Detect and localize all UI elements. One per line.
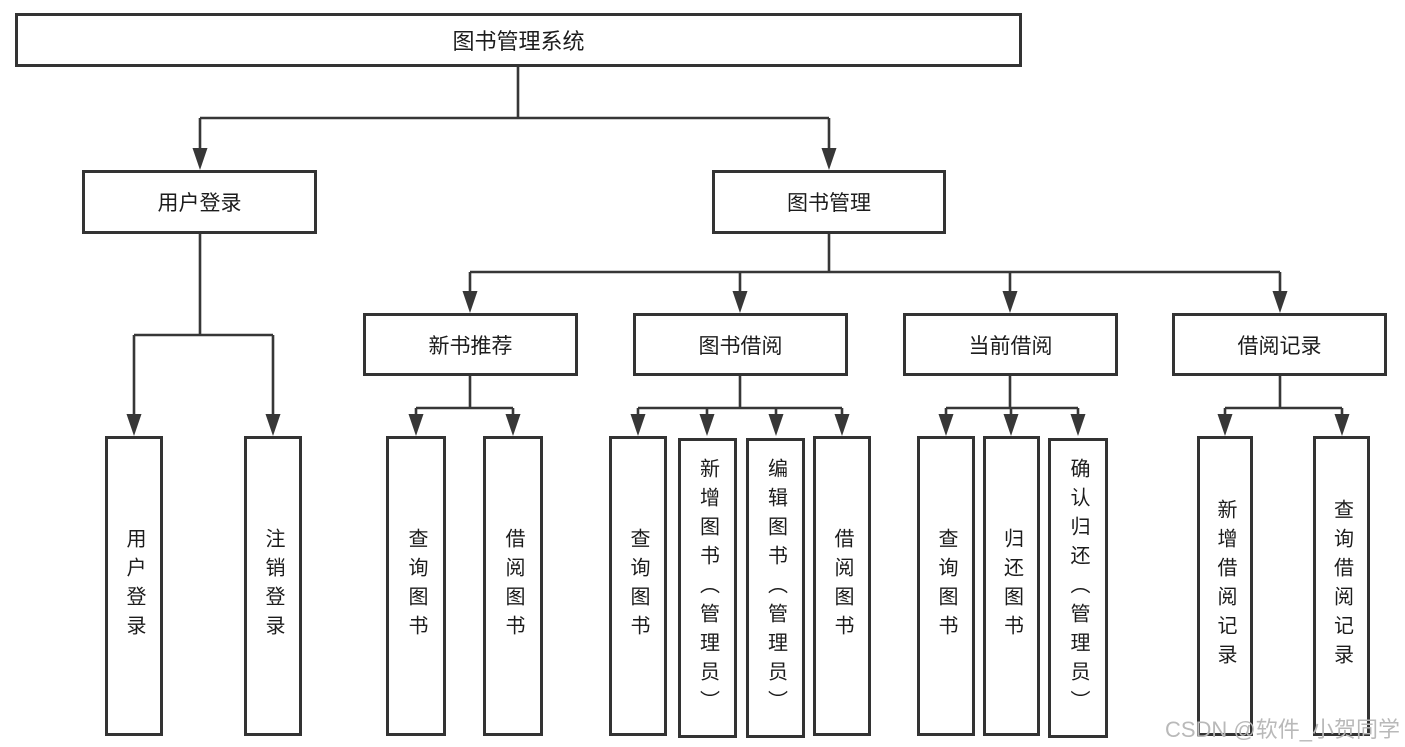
node-user-login-label: 用户登录 bbox=[157, 192, 242, 215]
leaf-confirm-return-admin: 确认归还（管理员） bbox=[1048, 438, 1108, 738]
leaf-user-login-label: 用户登录 bbox=[123, 528, 145, 644]
node-borrowing-records-label: 借阅记录 bbox=[1237, 334, 1322, 358]
node-current-borrowing-label: 当前借阅 bbox=[968, 334, 1053, 358]
leaf-query-books-current: 查询图书 bbox=[917, 436, 975, 736]
leaf-query-books-recommend-label: 查询图书 bbox=[405, 528, 427, 644]
node-borrowing-records: 借阅记录 bbox=[1172, 313, 1387, 376]
node-new-book-recommend-label: 新书推荐 bbox=[428, 334, 513, 358]
node-book-management-label: 图书管理 bbox=[787, 192, 871, 215]
leaf-add-borrow-record: 新增借阅记录 bbox=[1197, 436, 1253, 736]
leaf-add-book-admin-label: 新增图书（管理员） bbox=[696, 457, 719, 719]
leaf-add-borrow-record-label: 新增借阅记录 bbox=[1214, 499, 1236, 673]
leaf-user-login: 用户登录 bbox=[105, 436, 163, 736]
node-root: 图书管理系统 bbox=[15, 13, 1022, 67]
node-current-borrowing: 当前借阅 bbox=[903, 313, 1118, 376]
leaf-return-books-label: 归还图书 bbox=[1000, 528, 1023, 644]
leaf-add-book-admin: 新增图书（管理员） bbox=[678, 438, 737, 738]
leaf-query-borrow-record: 查询借阅记录 bbox=[1313, 436, 1370, 736]
leaf-query-books-recommend: 查询图书 bbox=[386, 436, 446, 736]
node-root-label: 图书管理系统 bbox=[452, 29, 585, 54]
node-book-management: 图书管理 bbox=[712, 170, 946, 234]
leaf-logout-label: 注销登录 bbox=[262, 528, 284, 644]
leaf-return-books: 归还图书 bbox=[983, 436, 1040, 736]
csdn-watermark: CSDN @软件_小贺同学 bbox=[1164, 717, 1400, 742]
leaf-borrow-books-recommend-label: 借阅图书 bbox=[502, 528, 524, 644]
leaf-query-books-borrowing: 查询图书 bbox=[609, 436, 667, 736]
leaf-query-books-current-label: 查询图书 bbox=[935, 528, 957, 644]
node-book-borrowing: 图书借阅 bbox=[633, 313, 848, 376]
leaf-query-borrow-record-label: 查询借阅记录 bbox=[1330, 499, 1353, 673]
node-new-book-recommend: 新书推荐 bbox=[363, 313, 578, 376]
leaf-edit-book-admin-label: 编辑图书（管理员） bbox=[764, 457, 787, 719]
leaf-edit-book-admin: 编辑图书（管理员） bbox=[746, 438, 805, 738]
leaf-borrow-books-recommend: 借阅图书 bbox=[483, 436, 543, 736]
leaf-query-books-borrowing-label: 查询图书 bbox=[627, 528, 649, 644]
leaf-logout: 注销登录 bbox=[244, 436, 302, 736]
node-user-login: 用户登录 bbox=[82, 170, 317, 234]
leaf-borrow-books-borrowing: 借阅图书 bbox=[813, 436, 871, 736]
leaf-confirm-return-admin-label: 确认归还（管理员） bbox=[1067, 457, 1089, 719]
node-book-borrowing-label: 图书借阅 bbox=[698, 334, 783, 358]
leaf-borrow-books-borrowing-label: 借阅图书 bbox=[831, 528, 853, 644]
